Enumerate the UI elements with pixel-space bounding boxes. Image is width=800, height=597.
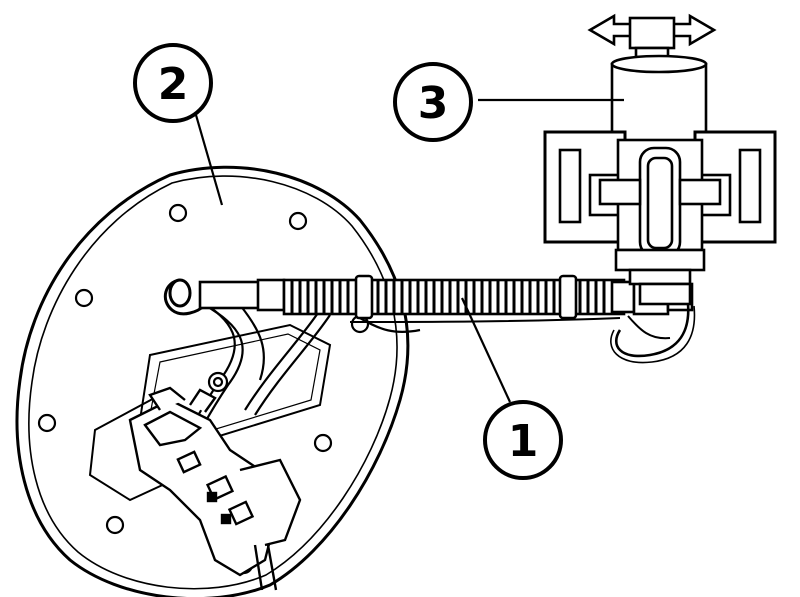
flange-plate (15, 165, 410, 597)
leader-line-1 (461, 297, 511, 403)
fuel-hose (163, 274, 694, 340)
callout-3-label: 3 (418, 78, 449, 129)
callout-1: 1 (483, 400, 563, 480)
callout-2: 2 (133, 43, 213, 123)
leader-line-2 (194, 114, 224, 206)
callout-1-label: 1 (508, 416, 539, 467)
wiring-harness (179, 299, 421, 456)
leader-lines (194, 98, 624, 403)
fuel-pump (543, 13, 777, 364)
callout-2-label: 2 (158, 59, 189, 110)
callout-3: 3 (393, 62, 473, 142)
connector-block (128, 386, 302, 591)
